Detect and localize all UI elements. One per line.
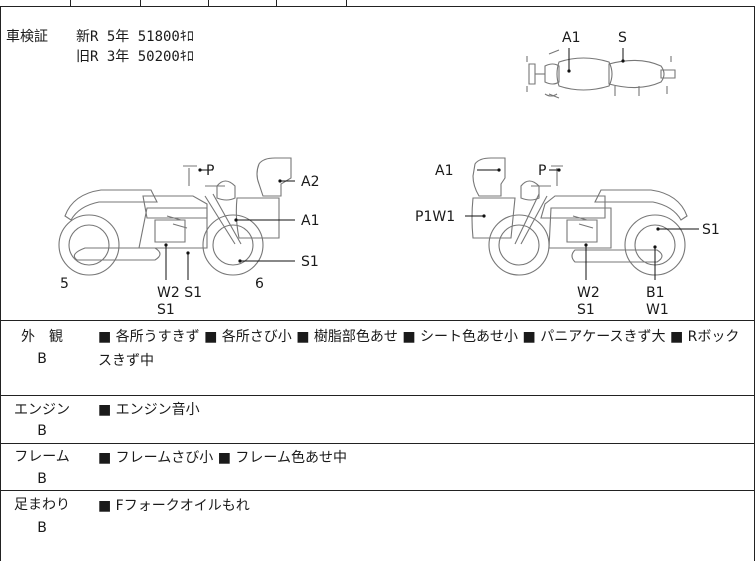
left-label-a2: A2 xyxy=(301,174,320,190)
left-border xyxy=(0,6,1,561)
right-label-b1: B1 xyxy=(646,285,665,301)
header-divider-5 xyxy=(346,0,347,7)
inspection-old: 旧R 3年 50200ｷﾛ xyxy=(76,49,194,65)
row-appearance-label: 外 観 xyxy=(21,329,63,345)
row-frame-label: フレーム xyxy=(14,449,70,465)
left-view-body xyxy=(58,157,292,276)
top-label-s: S xyxy=(618,30,627,46)
row-frame-line1: ■ フレームさび小 ■ フレーム色あせ中 xyxy=(98,450,347,466)
right-label-a1: A1 xyxy=(435,163,454,179)
row-appearance-line2: スきず中 xyxy=(98,353,154,369)
row-engine-label: エンジン xyxy=(14,402,70,418)
row-engine-line1: ■ エンジン音小 xyxy=(98,402,200,418)
right-label-w2: W2 xyxy=(577,285,600,301)
inspection-label: 車検証 xyxy=(6,29,48,45)
left-label-s1-bottom: S1 xyxy=(157,302,175,318)
row-engine-grade: B xyxy=(37,423,47,439)
right-label-p1w1: P1W1 xyxy=(415,209,456,225)
header-divider-4 xyxy=(276,0,277,7)
row-suspension-grade: B xyxy=(37,520,47,536)
header-divider-3 xyxy=(208,0,209,7)
table-row-divider-2 xyxy=(0,443,755,444)
table-row-divider-1 xyxy=(0,395,755,396)
row-appearance-line1: ■ 各所うすきず ■ 各所さび小 ■ 樹脂部色あせ ■ シート色あせ小 ■ パニ… xyxy=(98,329,740,345)
motorcycle-left-view xyxy=(58,157,295,280)
row-suspension-items: ■ Fフォークオイルもれ xyxy=(98,494,750,518)
row-suspension-label: 足まわり xyxy=(14,497,70,513)
motorcycle-top-view xyxy=(526,48,676,99)
row-appearance-grade: B xyxy=(37,351,47,367)
header-divider-1 xyxy=(70,0,71,7)
row-engine-items: ■ エンジン音小 xyxy=(98,398,750,422)
top-view-body xyxy=(526,49,676,99)
table-row-divider-3 xyxy=(0,490,755,491)
motorcycle-right-view xyxy=(465,157,699,280)
row-frame-items: ■ フレームさび小 ■ フレーム色あせ中 xyxy=(98,446,750,470)
left-label-6: 6 xyxy=(255,276,264,292)
left-label-p: P xyxy=(206,163,215,179)
row-appearance-items: ■ 各所うすきず ■ 各所さび小 ■ 樹脂部色あせ ■ シート色あせ小 ■ パニ… xyxy=(98,325,750,373)
left-label-w2s1: W2 S1 xyxy=(157,285,202,301)
left-label-a1: A1 xyxy=(301,213,320,229)
row-suspension-line1: ■ Fフォークオイルもれ xyxy=(98,498,250,514)
top-label-a1: A1 xyxy=(562,30,581,46)
right-label-p: P xyxy=(538,163,547,179)
row-frame-grade: B xyxy=(37,471,47,487)
right-label-s1-bottom: S1 xyxy=(577,302,595,318)
left-label-s1-right: S1 xyxy=(301,254,319,270)
inspection-new: 新R 5年 51800ｷﾛ xyxy=(76,29,194,45)
left-label-5: 5 xyxy=(60,276,69,292)
right-label-s1-right: S1 xyxy=(702,222,720,238)
top-border xyxy=(0,6,755,7)
header-divider-2 xyxy=(140,0,141,7)
right-label-w1: W1 xyxy=(646,302,669,318)
table-top-border xyxy=(0,320,755,321)
